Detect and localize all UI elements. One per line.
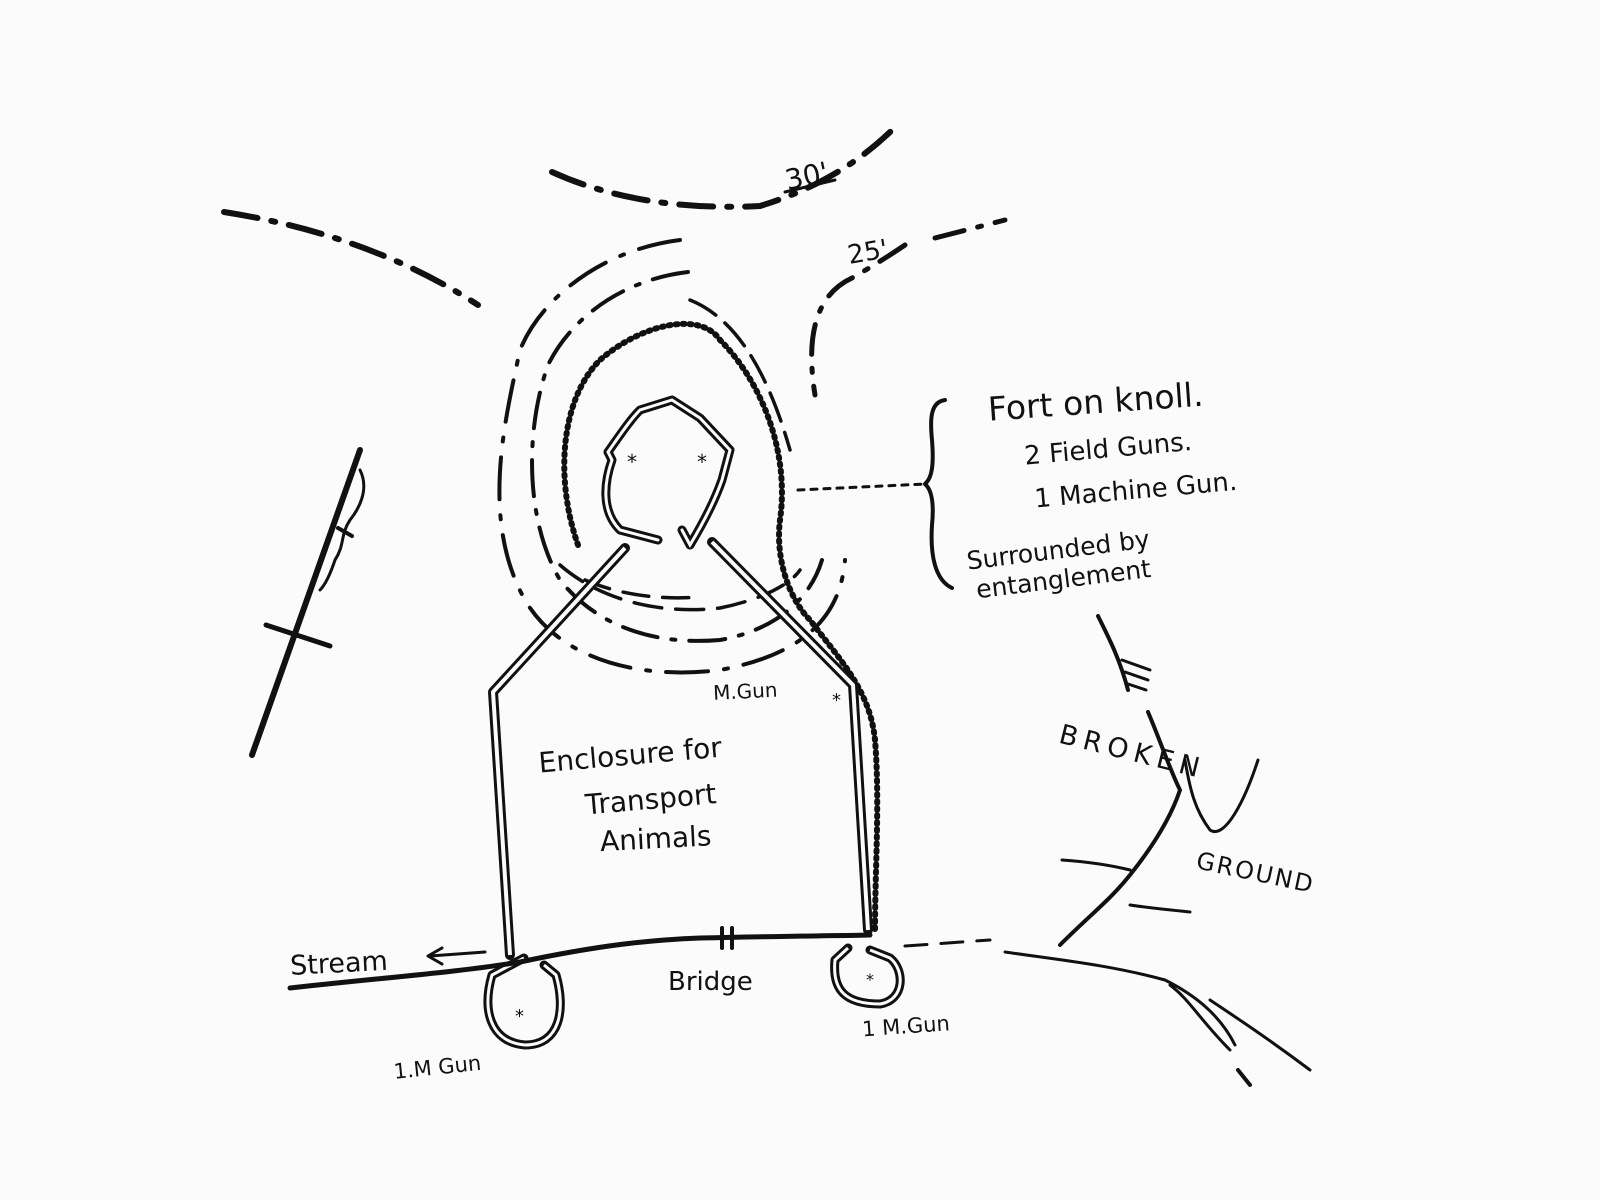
fort-machine-gun: 1 Machine Gun. [1033, 467, 1238, 515]
svg-text:*: * [866, 970, 874, 989]
broken-ground-label-line1: BROKEN [1056, 719, 1209, 785]
mgun-label-right: 1 M.Gun [861, 1011, 950, 1041]
stream [287, 932, 1237, 1047]
fort-field-guns: 2 Field Guns. [1023, 427, 1193, 472]
fort-annotation-leader [796, 398, 954, 590]
wire-entanglement [561, 320, 881, 933]
contour-25ft [809, 217, 1008, 398]
mgun-label-upper: M.Gun [712, 678, 778, 705]
machine-gun-marker: * [832, 690, 841, 711]
bridge-label: Bridge [668, 967, 753, 997]
contour-30ft [221, 119, 903, 308]
field-gun-marker: * [627, 450, 637, 474]
left-track [249, 447, 366, 758]
enclosure-label-line3: Animals [599, 819, 712, 858]
enclosure-trench: * [488, 537, 873, 960]
knoll-contours [497, 238, 847, 675]
broken-ground [1058, 614, 1312, 1087]
fort-title: Fort on knoll. [987, 375, 1205, 429]
svg-text:*: * [515, 1006, 524, 1027]
mgun-pit-left: * [483, 953, 565, 1050]
bridge-symbol [720, 926, 734, 950]
enclosure-label-line2: Transport [583, 777, 718, 821]
field-gun-marker: * [697, 450, 707, 474]
mgun-label-left: 1.M Gun [392, 1051, 482, 1084]
stream-arrow [426, 946, 487, 966]
fort-outline: * * [601, 395, 735, 550]
enclosure-label-line1: Enclosure for [537, 731, 723, 780]
mgun-pit-right: * [830, 943, 905, 1009]
contour-label-25: 25' [845, 234, 890, 271]
stream-label: Stream [289, 946, 388, 982]
broken-ground-label-line2: GROUND [1194, 847, 1317, 899]
